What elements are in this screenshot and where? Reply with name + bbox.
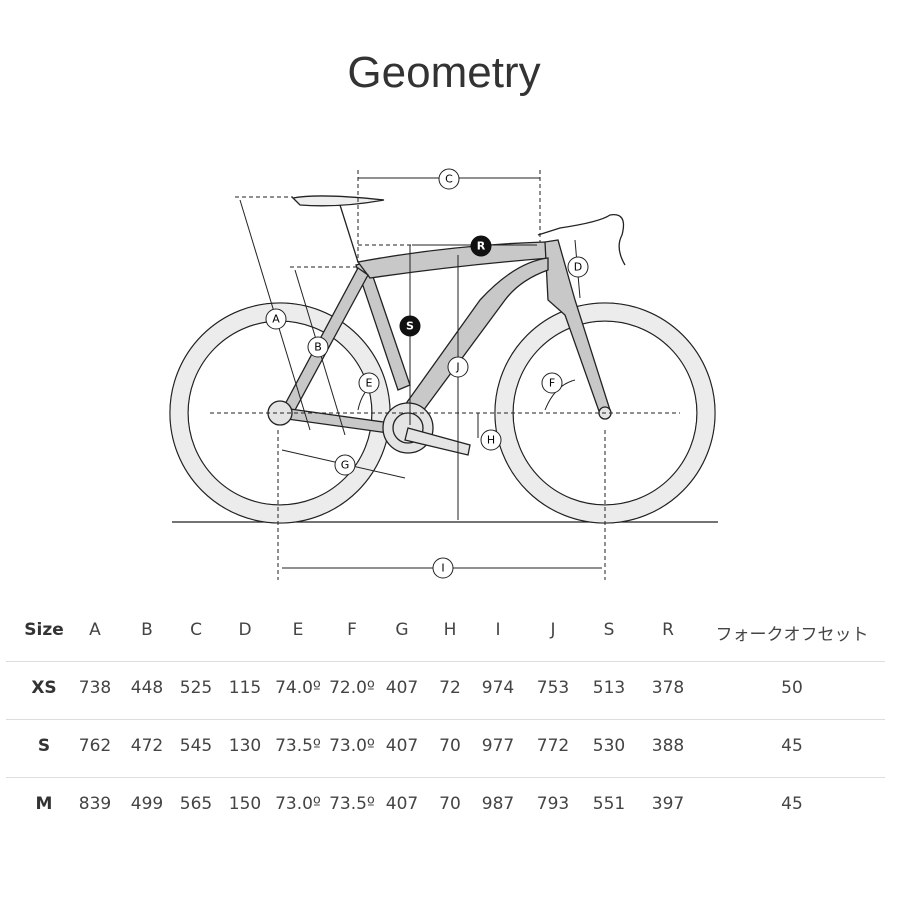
diagram-label-f: F [549,377,555,390]
table-cell: 738 [78,678,112,698]
table-cell: 378 [651,678,685,698]
table-cell: 72 [439,678,461,698]
table-cell: 793 [536,794,570,814]
row-divider [6,777,885,778]
header-col: フォークオフセット [715,625,869,645]
table-cell: 115 [228,678,262,698]
table-cell: 530 [592,736,626,756]
table-cell: 130 [228,736,262,756]
diagram-labels: C A B D E F G H I J S R [265,168,589,579]
diagram-label-e: E [366,377,373,390]
table-cell: 499 [130,794,164,814]
bike-frame [279,239,611,436]
table-cell: 448 [130,678,164,698]
table-cell: 977 [481,736,515,756]
table-cell: 839 [78,794,112,814]
header-col: E [292,620,304,640]
table-cell: 397 [651,794,685,814]
table-cell: 525 [179,678,213,698]
header-col: H [443,620,457,640]
diagram-label-a: A [272,313,280,326]
table-cell: 73.5º [275,736,321,756]
table-cell: 407 [385,794,419,814]
diagram-label-g: G [341,459,350,472]
table-cell: 45 [781,736,803,756]
diagram-label-h: H [487,434,495,447]
table-cell: 772 [536,736,570,756]
table-cell: 545 [179,736,213,756]
table-cell: 70 [439,794,461,814]
row-divider [6,661,885,662]
table-cell: 753 [536,678,570,698]
diagram-label-j: J [455,361,459,374]
table-cell: 45 [781,794,803,814]
diagram-label-s: S [406,320,414,333]
table-cell: 150 [228,794,262,814]
diagram-label-c: C [445,173,453,186]
table-cell: 72.0º [329,678,375,698]
header-col: B [141,620,153,640]
diagram-label-d: D [574,261,582,274]
table-cell: 407 [385,678,419,698]
header-col: S [603,620,615,640]
row-size-label: S [37,736,51,756]
table-cell: 565 [179,794,213,814]
table-cell: 73.0º [329,736,375,756]
header-col: A [89,620,101,640]
header-col: C [190,620,202,640]
table-cell: 388 [651,736,685,756]
table-cell: 73.0º [275,794,321,814]
page-title: Geometry [347,48,541,97]
table-cell: 74.0º [275,678,321,698]
row-divider [6,719,885,720]
header-col: J [550,620,556,640]
table-cell: 513 [592,678,626,698]
header-col: G [395,620,409,640]
table-cell: 987 [481,794,515,814]
diagram-label-r: R [477,240,486,253]
row-size-label: XS [31,678,57,698]
row-size-label: M [35,794,53,814]
table-cell: 762 [78,736,112,756]
header-col: R [662,620,674,640]
table-cell: 551 [592,794,626,814]
header-col: I [495,620,501,640]
table-cell: 73.5º [329,794,375,814]
header-col: D [238,620,252,640]
header-col: F [347,620,357,640]
table-cell: 407 [385,736,419,756]
table-cell: 974 [481,678,515,698]
diagram-label-b: B [314,341,322,354]
table-cell: 70 [439,736,461,756]
table-cell: 50 [781,678,803,698]
table-cell: 472 [130,736,164,756]
diagram-label-i: I [441,562,444,575]
bike-geometry-diagram: C A B D E F G H I J S R [169,168,718,580]
header-size: Size [24,620,64,640]
